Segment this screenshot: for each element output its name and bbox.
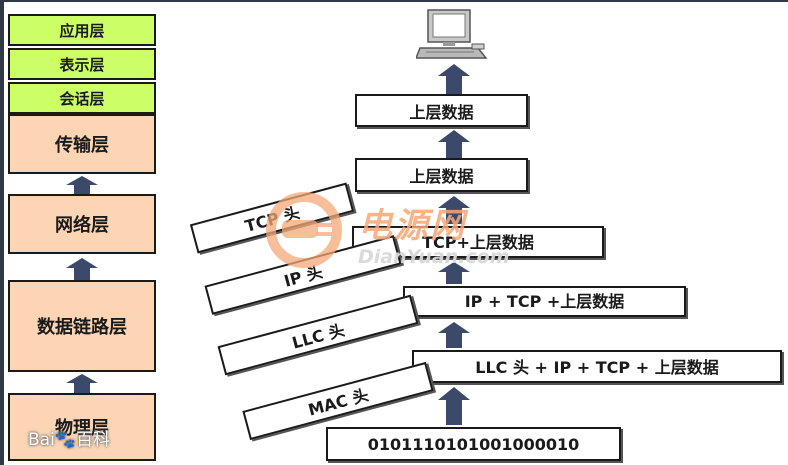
up-arrow-icon: [66, 176, 98, 194]
box-upper-data: 上层数据: [355, 158, 528, 192]
window-left-edge: [0, 0, 4, 465]
layer-session: 会话层: [8, 82, 156, 114]
box-bitstream: 0101110101001000010: [326, 427, 621, 461]
layer-transport: 传输层: [8, 114, 156, 174]
header-tcp: TCP 头: [189, 182, 355, 254]
layer-data-link: 数据链路层: [8, 280, 156, 372]
up-arrow-icon: [438, 130, 470, 158]
watermark-site-domain: DianYuan.com: [358, 246, 510, 268]
watermark-site-name: 电源网: [358, 206, 466, 246]
up-arrow-icon: [66, 374, 98, 393]
up-arrow-icon: [66, 258, 98, 280]
box-llc-frame: LLC 头 + IP + TCP + 上层数据: [412, 350, 782, 383]
up-arrow-icon: [438, 387, 470, 425]
computer-icon: [416, 8, 490, 62]
up-arrow-icon: [438, 64, 470, 94]
up-arrow-icon: [438, 196, 470, 224]
header-llc: LLC 头: [217, 294, 419, 376]
up-arrow-icon: [438, 322, 470, 348]
layer-physical: 物理层: [8, 393, 156, 461]
layer-application: 应用层: [8, 14, 156, 46]
box-ip-packet: IP + TCP +上层数据: [403, 286, 686, 317]
box-upper-data-top: 上层数据: [355, 94, 528, 127]
up-arrow-icon: [438, 262, 470, 284]
window-top-edge: [0, 0, 788, 2]
watermark-baidu: Bai🐾百科: [28, 430, 110, 450]
layer-presentation: 表示层: [8, 48, 156, 80]
layer-network: 网络层: [8, 194, 156, 254]
